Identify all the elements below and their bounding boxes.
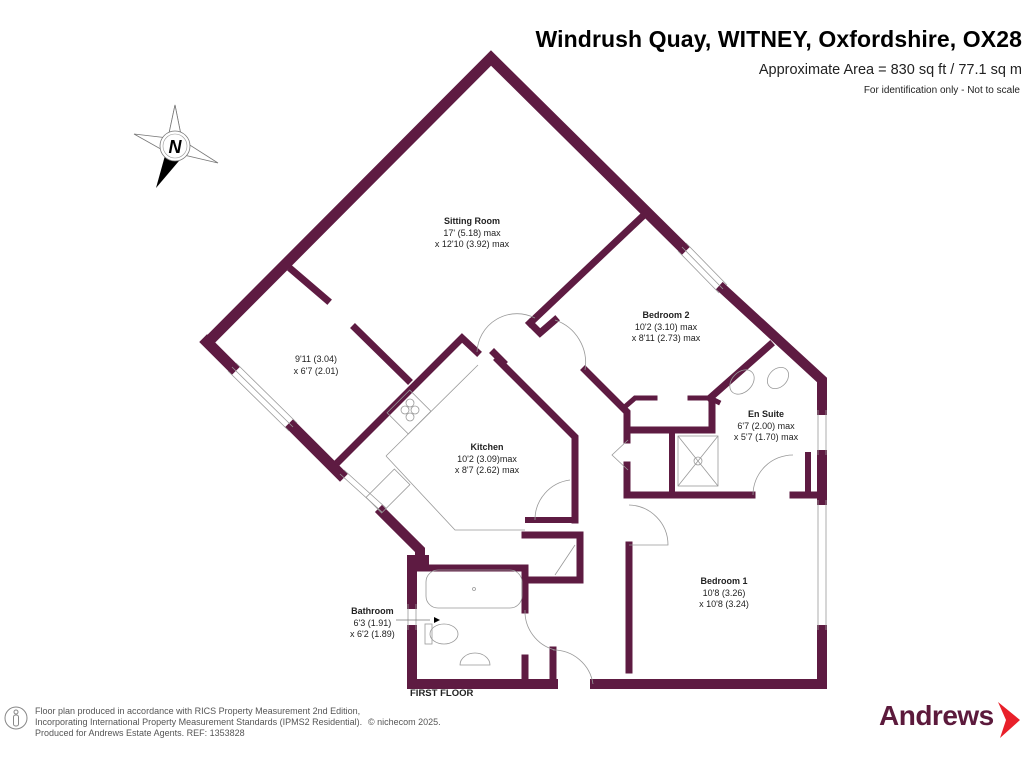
room-dimension: x 12'10 (3.92) max — [434, 239, 510, 249]
chevron-logo-icon — [998, 702, 1020, 738]
page-title: Windrush Quay, WITNEY, Oxfordshire, OX28 — [535, 26, 1022, 52]
room-dimension: x 6'2 (1.89) — [350, 629, 395, 639]
scale-disclaimer: For identification only - Not to scale — [863, 85, 1020, 96]
north-arrow-icon: N — [133, 104, 219, 188]
room-name: Bathroom — [351, 606, 394, 616]
compass-letter: N — [169, 137, 183, 157]
room-bathroom: Bathroom 6'3 (1.91) x 6'2 (1.89) — [350, 606, 395, 641]
room-bedroom-2: Bedroom 2 10'2 (3.10) max x 8'11 (2.73) … — [632, 310, 701, 345]
room-dimension: 17' (5.18) max — [443, 227, 501, 238]
room-name: Bedroom 1 — [700, 576, 748, 586]
room-kitchen: Kitchen 10'2 (3.09)max x 8'7 (2.62) max — [455, 442, 519, 477]
room-name: Sitting Room — [443, 216, 500, 226]
person-icon — [4, 706, 28, 730]
room-dimension: x 6'7 (2.01) — [293, 365, 339, 376]
footer-line: Incorporating International Property Mea… — [35, 717, 363, 727]
footer-notes: Floor plan produced in accordance with R… — [35, 706, 441, 739]
room-dimension: 6'3 (1.91) — [353, 617, 392, 628]
floor-label: FIRST FLOOR — [410, 688, 474, 699]
footer-line: Produced for Andrews Estate Agents. REF:… — [35, 728, 245, 738]
room-dining-area: 9'11 (3.04) x 6'7 (2.01) — [294, 354, 339, 377]
room-sitting-room: Sitting Room 17' (5.18) max x 12'10 (3.9… — [435, 216, 509, 251]
room-bedroom-1: Bedroom 1 10'8 (3.26) x 10'8 (3.24) — [699, 576, 749, 611]
room-dimension: 10'2 (3.09)max — [457, 453, 517, 464]
room-name: Bedroom 2 — [642, 310, 690, 320]
room-dimension: 6'7 (2.00) max — [737, 420, 795, 431]
copyright: © nichecom 2025. — [368, 717, 441, 727]
wall-sitting-room-outer — [202, 50, 690, 348]
andrews-logo: Andrews — [879, 700, 994, 731]
room-en-suite: En Suite 6'7 (2.00) max x 5'7 (1.70) max — [734, 409, 798, 444]
area-summary: Approximate Area = 830 sq ft / 77.1 sq m — [758, 62, 1022, 78]
room-dimension: 9'11 (3.04) — [294, 354, 338, 364]
room-dimension: x 8'7 (2.62) max — [454, 465, 520, 475]
room-name: En Suite — [747, 409, 784, 419]
room-dimension: x 10'8 (3.24) — [699, 599, 749, 609]
room-dimension: x 8'11 (2.73) max — [631, 333, 701, 343]
room-dimension: x 5'7 (1.70) max — [733, 432, 799, 442]
footer-line: Floor plan produced in accordance with R… — [35, 706, 361, 716]
room-dimension: 10'2 (3.10) max — [634, 321, 698, 332]
room-name: Kitchen — [470, 442, 504, 452]
room-dimension: 10'8 (3.26) — [702, 587, 746, 598]
